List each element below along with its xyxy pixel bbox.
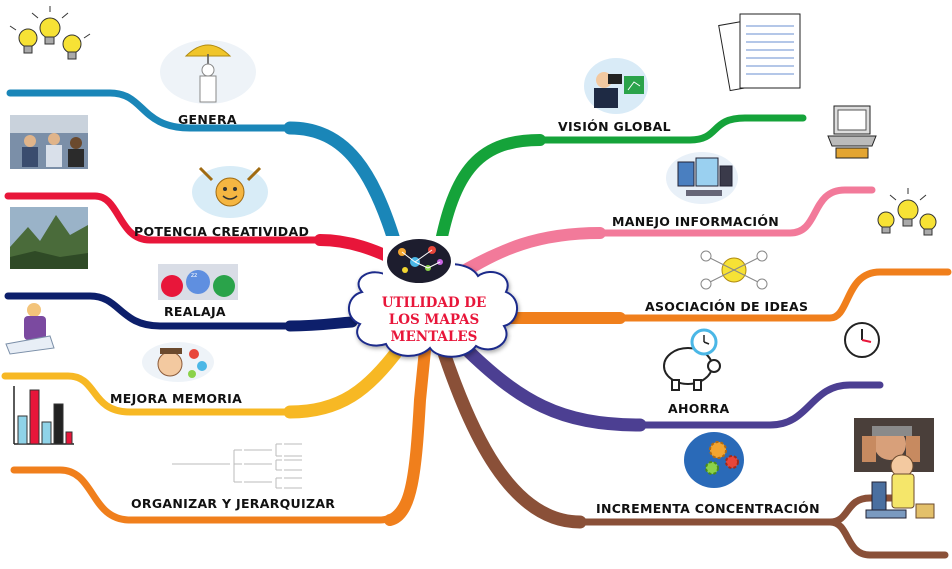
brain-network-icon — [383, 236, 455, 288]
branch-label-potencia-creatividad: POTENCIA CREATIVIDAD — [134, 224, 309, 239]
branch-vision-global: VISIÓN GLOBAL — [437, 118, 803, 262]
branch-label-ahorra: AHORRA — [668, 401, 730, 416]
svg-text:zz: zz — [191, 272, 197, 279]
branch-label-manejo-informacion: MANEJO INFORMACIÓN — [612, 214, 779, 229]
central-title-line-2: LOS MAPAS — [389, 312, 480, 328]
laptop-icon — [828, 106, 876, 158]
branch-label-realaja: REALAJA — [164, 304, 226, 319]
branch-label-mejora-memoria: MEJORA MEMORIA — [110, 391, 242, 406]
bar-chart-icon — [14, 386, 74, 444]
creative-face-icon — [192, 166, 268, 218]
lightbulbs-icon — [878, 188, 936, 235]
brain-gears-icon — [684, 432, 744, 488]
clock-icon — [845, 323, 879, 357]
branch-label-incrementa-concentracion: INCREMENTA CONCENTRACIÓN — [596, 501, 820, 516]
documents-icon — [719, 14, 800, 91]
central-title-line-3: MENTALES — [391, 329, 478, 345]
lightbulbs-icon — [10, 6, 90, 59]
idea-network-icon — [701, 251, 767, 289]
binoculars-man-icon — [584, 58, 648, 114]
central-title-line-1: UTILIDAD DE — [382, 295, 487, 311]
branch-label-vision-global: VISIÓN GLOBAL — [558, 119, 671, 134]
mountain-photo-icon — [10, 207, 88, 269]
piggy-bank-clock-icon — [664, 330, 720, 390]
reading-person-icon — [6, 303, 54, 354]
branch-realaja: REALAJA — [8, 296, 352, 326]
branch-label-genera: GENERA — [178, 112, 237, 127]
branch-label-organizar: ORGANIZAR Y JERARQUIZAR — [131, 496, 335, 511]
classroom-photo-icon — [10, 115, 88, 169]
branch-label-asociacion-ideas: ASOCIACIÓN DE IDEAS — [645, 299, 808, 314]
devices-icon — [666, 152, 738, 204]
memory-person-icon — [142, 342, 214, 382]
branch-manejo-informacion: MANEJO INFORMACIÓN — [452, 190, 872, 278]
hierarchy-tree-icon — [172, 444, 302, 488]
umbrella-idea-icon — [160, 40, 256, 104]
relax-circles-icon: zz — [158, 264, 238, 300]
